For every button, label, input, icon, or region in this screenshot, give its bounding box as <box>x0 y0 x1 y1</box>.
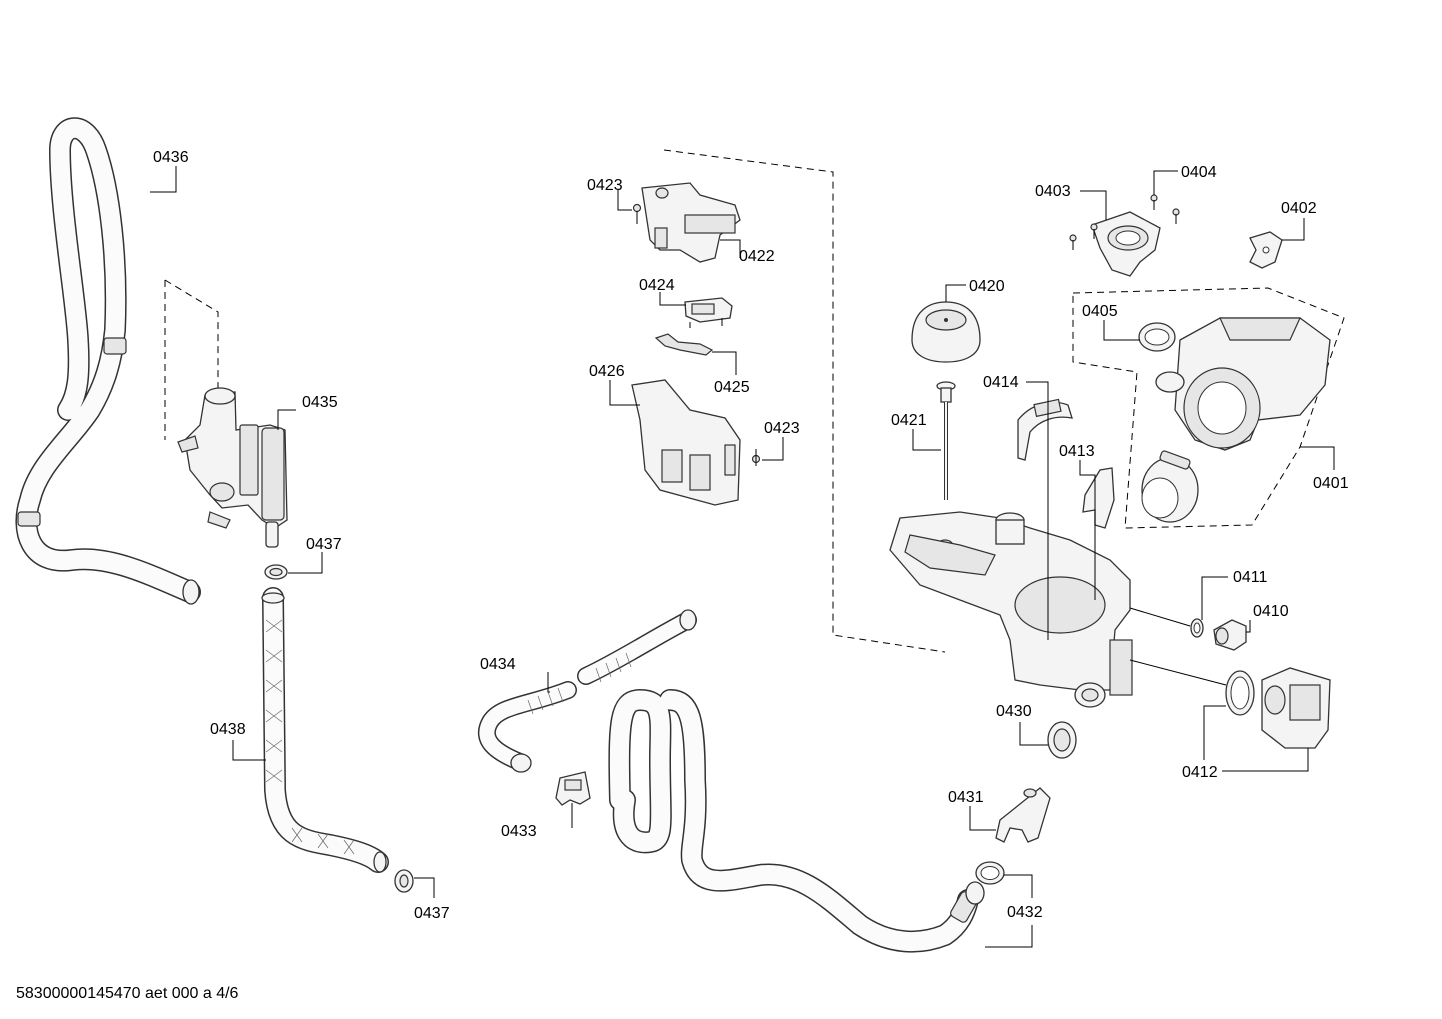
sump-assembly <box>889 511 1133 708</box>
label-0430: 0430 <box>996 703 1032 720</box>
bracket-0413 <box>1082 467 1115 529</box>
connector-hoses-0434 <box>477 609 697 773</box>
screw-0423-top <box>632 203 642 224</box>
label-0420: 0420 <box>969 278 1005 295</box>
hose-clamp-0437-bottom <box>394 869 414 893</box>
label-0431: 0431 <box>948 789 984 806</box>
rod-0421 <box>936 381 956 500</box>
label-0403: 0403 <box>1035 183 1071 200</box>
braided-hose-0438 <box>261 587 389 873</box>
clip-0431 <box>995 787 1051 843</box>
label-0410: 0410 <box>1253 603 1289 620</box>
hose-clamp-0437-top <box>264 564 288 580</box>
label-0423-top: 0423 <box>587 177 623 194</box>
heat-pump-0401 <box>1141 317 1331 523</box>
screws-0404 <box>1069 194 1180 250</box>
ring-0405 <box>1138 322 1176 352</box>
o-ring-0411 <box>1190 618 1204 638</box>
cap-0420 <box>911 301 981 363</box>
label-0433: 0433 <box>501 823 537 840</box>
drain-hose-0436 <box>15 117 201 605</box>
holder-0426 <box>631 379 741 506</box>
drain-pump-0412 <box>1225 667 1331 749</box>
label-0432: 0432 <box>1007 904 1043 921</box>
label-0426: 0426 <box>589 363 625 380</box>
label-0414: 0414 <box>983 374 1019 391</box>
label-0422: 0422 <box>739 248 775 265</box>
label-0425: 0425 <box>714 379 750 396</box>
label-0423-bottom: 0423 <box>764 420 800 437</box>
label-0438: 0438 <box>210 721 246 738</box>
assembly-dashed-lines <box>164 149 1345 653</box>
label-0437-bottom: 0437 <box>414 905 450 922</box>
label-0413: 0413 <box>1059 443 1095 460</box>
flange-0403 <box>1091 211 1161 277</box>
label-0435: 0435 <box>302 394 338 411</box>
label-0402: 0402 <box>1281 200 1317 217</box>
clip-0414 <box>1017 398 1073 461</box>
clip-0402 <box>1249 231 1283 269</box>
switch-0424 <box>684 297 733 328</box>
leader-lines <box>150 166 1335 948</box>
label-0401: 0401 <box>1313 475 1349 492</box>
screw-0423-bottom <box>751 449 761 466</box>
part-labels: 0436 0435 0437 0437 0438 0423 0422 0424 … <box>153 149 1349 922</box>
drawing-reference-footer: 58300000145470 aet 000 a 4/6 <box>16 985 239 1002</box>
label-0434: 0434 <box>480 656 516 673</box>
seal-ring-0432 <box>975 861 1005 885</box>
valve-0410 <box>1213 619 1247 651</box>
label-0424: 0424 <box>639 277 675 294</box>
label-0412: 0412 <box>1182 764 1218 781</box>
valve-assembly-0435 <box>177 387 288 548</box>
long-hose-0432 <box>608 689 985 953</box>
wire-clip-0425 <box>654 333 714 356</box>
clip-0433 <box>555 771 591 806</box>
label-0437-top: 0437 <box>306 536 342 553</box>
label-0421: 0421 <box>891 412 927 429</box>
label-0411: 0411 <box>1233 569 1268 586</box>
label-0404: 0404 <box>1181 164 1217 181</box>
label-0436: 0436 <box>153 149 189 166</box>
label-0405: 0405 <box>1082 303 1118 320</box>
bracket-0422 <box>641 182 741 263</box>
filter-0430 <box>1047 721 1077 759</box>
